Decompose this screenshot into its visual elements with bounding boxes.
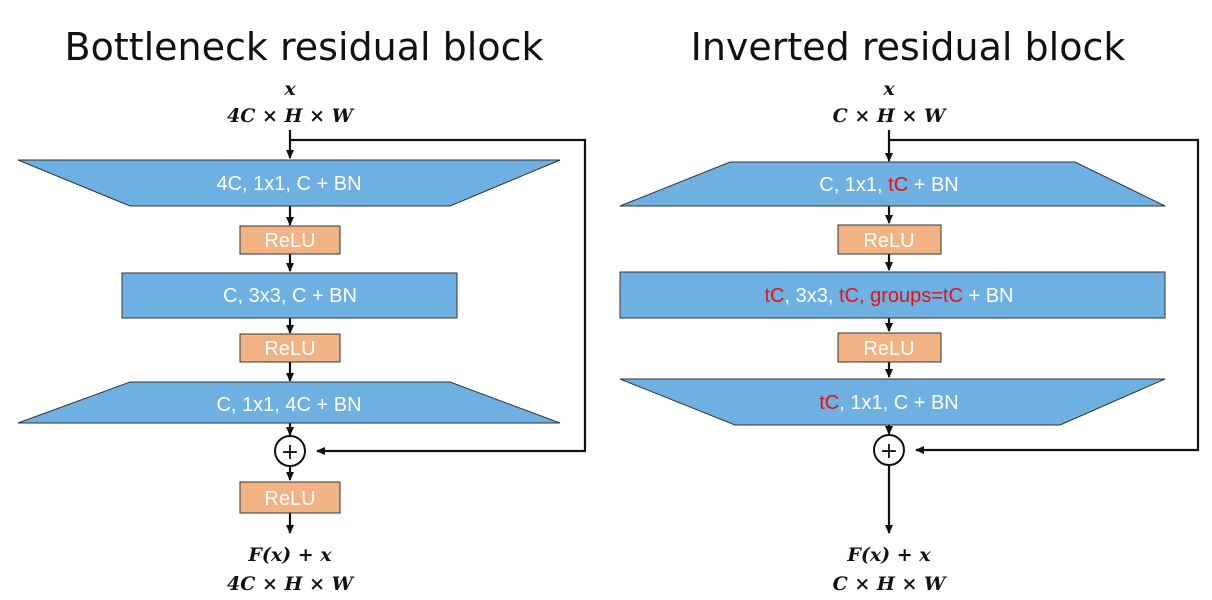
- bottleneck-block: Bottleneck residual block x 4C × H × W 4…: [17, 25, 587, 595]
- inverted-add-symbol: +: [880, 439, 898, 464]
- label-segment-1: , 3x3,: [784, 285, 838, 307]
- bottleneck-input-dims: 4C × H × W: [227, 105, 355, 127]
- bottleneck-relu2-shape: [239, 333, 341, 363]
- bottleneck-title: Bottleneck residual block: [65, 25, 544, 69]
- bottleneck-relu1-shape: [239, 225, 341, 255]
- inverted-block: Inverted residual block x C × H × W C, 1…: [619, 25, 1200, 595]
- inverted-conv3-shape: [619, 378, 1166, 426]
- bottleneck-relu3-label: ReLU: [264, 488, 315, 510]
- bottleneck-conv1-label: 4C, 1x1, C + BN: [216, 173, 361, 195]
- inverted-input-x: x: [882, 78, 895, 100]
- bottleneck-conv3-shape: [17, 381, 561, 424]
- highlight-segment-0: tC: [764, 285, 784, 307]
- inverted-conv2-shape: [619, 271, 1166, 319]
- bottleneck-conv3-label: C, 1x1, 4C + BN: [216, 394, 361, 416]
- inverted-output-expr: F(x) + x: [846, 544, 931, 566]
- label-segment-0: C, 1x1, 4C + BN: [216, 394, 361, 416]
- label-segment-0: C, 3x3, C + BN: [223, 285, 357, 307]
- inverted-add-node: [873, 434, 905, 466]
- inverted-input-dims: C × H × W: [833, 105, 947, 127]
- inverted-skip-connection: [889, 138, 1200, 454]
- inverted-relu1-label: ReLU: [863, 230, 914, 252]
- bottleneck-relu3-shape: [239, 481, 341, 514]
- inverted-relu1-shape: [837, 224, 942, 255]
- label-segment-0: C, 1x1,: [819, 174, 888, 196]
- label-segment-3: + BN: [963, 285, 1014, 307]
- bottleneck-add-node: [274, 435, 306, 467]
- bottleneck-relu1-label: ReLU: [264, 230, 315, 252]
- bottleneck-conv2-shape: [121, 272, 458, 319]
- inverted-relu2-shape: [837, 332, 942, 363]
- bottleneck-conv2-label: C, 3x3, C + BN: [223, 285, 357, 307]
- bottleneck-relu2-label: ReLU: [264, 338, 315, 360]
- inverted-conv2-label: tC, 3x3, tC, groups=tC + BN: [764, 285, 1013, 307]
- inverted-output-dims: C × H × W: [833, 573, 947, 595]
- highlight-segment-0: tC: [819, 392, 839, 414]
- highlight-segment-1: tC: [888, 174, 908, 196]
- bottleneck-skip-connection: [290, 138, 587, 455]
- inverted-conv3-label: tC, 1x1, C + BN: [819, 392, 959, 414]
- bottleneck-output-dims: 4C × H × W: [227, 573, 355, 595]
- bottleneck-add-symbol: +: [281, 440, 299, 465]
- label-segment-0: 4C, 1x1, C + BN: [216, 173, 361, 195]
- inverted-conv1-label: C, 1x1, tC + BN: [819, 174, 959, 196]
- bottleneck-output-expr: F(x) + x: [247, 544, 332, 566]
- bottleneck-input-x: x: [283, 78, 296, 100]
- bottleneck-conv1-shape: [17, 159, 561, 207]
- highlight-segment-2: tC, groups=tC: [839, 285, 963, 307]
- label-segment-2: + BN: [908, 174, 959, 196]
- inverted-conv1-shape: [619, 161, 1166, 207]
- label-segment-1: , 1x1, C + BN: [839, 392, 959, 414]
- inverted-title: Inverted residual block: [691, 25, 1126, 69]
- inverted-relu2-label: ReLU: [863, 338, 914, 360]
